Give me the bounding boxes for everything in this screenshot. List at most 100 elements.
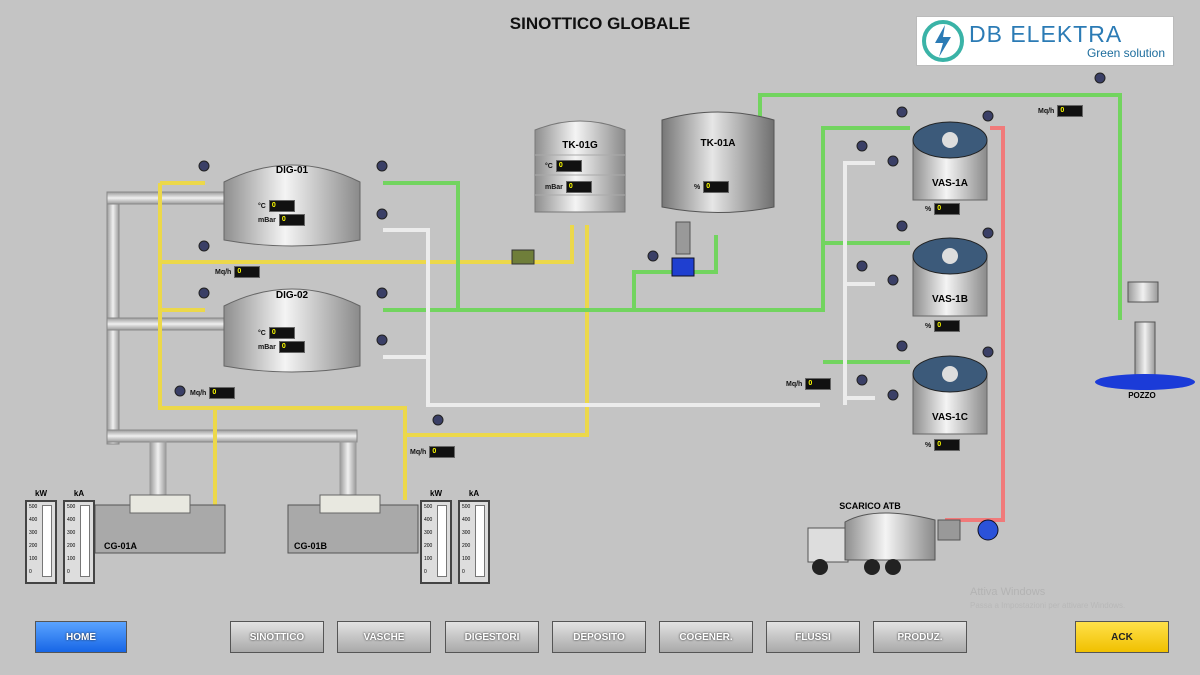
vas-1a-level-unit: % [925,205,932,213]
tk-01a-label: TK-01A [700,138,735,149]
cg-01a-ka-label: kA [73,489,85,498]
cg-01a-kw-tick: 400 [29,517,38,523]
page-title: SINOTTICO GLOBALE [509,14,691,33]
vasche-button[interactable]: VASCHE [337,621,431,653]
well-label: POZZO [1128,391,1156,400]
cg-01a-kw-tick: 0 [29,569,32,575]
flow-5-unit: Mq/h [1038,107,1055,115]
water-pipes [383,93,1122,364]
lightning-logo-icon [922,20,964,62]
flow-3-value: 0 [429,446,456,458]
cg-01a-ka-tick: 0 [67,569,70,575]
cogenerator-cg-01a: CG-01A [94,494,226,554]
ack-button[interactable]: ACK [1075,621,1169,653]
digestori-button[interactable]: DIGESTORI [445,621,539,653]
tk-01g-temp-unit: °C [545,162,553,170]
vas-1c-level-display: %0 [925,439,961,451]
flow-4-value: 0 [805,378,832,390]
windows-watermark: Attiva Windows [970,586,1046,598]
cg-01b-ka-tick: 0 [462,569,465,575]
sludge-pipes [383,161,875,407]
dig-01-pressure-unit: mBar [258,216,276,224]
tk-01a-level-value: 0 [703,181,730,193]
cogenerator-cg-01b: CG-01B [287,494,419,554]
vas-1a-level-display: %0 [925,203,961,215]
cg-01a-ka-tick: 300 [67,530,76,536]
cg-01b-kw-tick: 300 [424,530,433,536]
dig-01-temp-unit: °C [258,202,266,210]
cg-01b-kw-label: kW [430,489,442,498]
deposito-button[interactable]: DEPOSITO [552,621,646,653]
dig-02-temp-value: 0 [268,327,295,339]
truck-atb: SCARICO ATB [807,501,936,575]
cogener-button[interactable]: COGENER. [659,621,753,653]
gas-valve[interactable] [511,249,535,265]
vas-1c-level-value: 0 [934,439,961,451]
logo-tagline: Green solution [1086,46,1165,60]
cg-01a-kw-tick: 300 [29,530,38,536]
cg-01a-kw-tick: 100 [29,556,38,562]
cg-01b-ka-label: kA [468,489,480,498]
flow-2-unit: Mq/h [190,389,207,397]
vas-1b-level-display: %0 [925,320,961,332]
vas-1a-level-value: 0 [934,203,961,215]
cg-01b-kw-tick: 400 [424,517,433,523]
cg-01b-ka-tick: 300 [462,530,471,536]
cg-01a-label: CG-01A [104,541,138,551]
cg-01a-kw-tick: 200 [29,543,38,549]
gas-pipes [158,181,589,505]
truck-label: SCARICO ATB [839,501,901,511]
cg-01b-ka-tick: 100 [462,556,471,562]
vas-1b-label: VAS-1B [932,294,968,305]
logo-name: DB ELEKTRA [969,21,1123,47]
tk-01a-level-display: %0 [694,181,730,193]
windows-watermark-detail: Passa a Impostazioni per attivare Window… [970,601,1126,610]
cg-01b-ka-tick: 200 [462,543,471,549]
cg-01b-ka-tick: 500 [462,504,471,510]
vas-1b-level-unit: % [925,322,932,330]
vat-vas-1a: VAS-1A [912,121,988,201]
tk-01a-level-unit: % [694,183,701,191]
vas-1c-label: VAS-1C [932,412,968,423]
home-button[interactable]: HOME [35,621,127,653]
flussi-button[interactable]: FLUSSI [766,621,860,653]
dig-01-label: DIG-01 [276,165,309,176]
flow-3-unit: Mq/h [410,448,427,456]
vas-1c-level-unit: % [925,441,932,449]
well-pozzo: POZZO [1095,281,1195,400]
cg-01b-kw-tick: 0 [424,569,427,575]
pumps[interactable] [671,221,999,541]
tk-01g-pressure-value: 0 [565,181,592,193]
cg-01a-ka-tick: 500 [67,504,76,510]
produz-button[interactable]: PRODUZ. [873,621,967,653]
dig-02-label: DIG-02 [276,290,309,301]
valves[interactable] [174,72,1106,426]
dig-02-temp-unit: °C [258,329,266,337]
cg-01a-kw-label: kW [35,489,47,498]
vat-vas-1b: VAS-1B [912,237,988,317]
dig-02-pressure-unit: mBar [258,343,276,351]
dig-01-pressure-value: 0 [278,214,305,226]
cg-01b-kw-tick: 500 [424,504,433,510]
cg-01b-label: CG-01B [294,541,328,551]
cg-01a-ka-tick: 100 [67,556,76,562]
sinottico-button[interactable]: SINOTTICO [230,621,324,653]
cg-01a-ka-tick: 200 [67,543,76,549]
tank-tk-01a: TK-01A [661,111,775,213]
flow-4-unit: Mq/h [786,380,803,388]
vas-1b-level-value: 0 [934,320,961,332]
cg-01b-kw-tick: 200 [424,543,433,549]
discharge-pipe [945,126,1005,522]
